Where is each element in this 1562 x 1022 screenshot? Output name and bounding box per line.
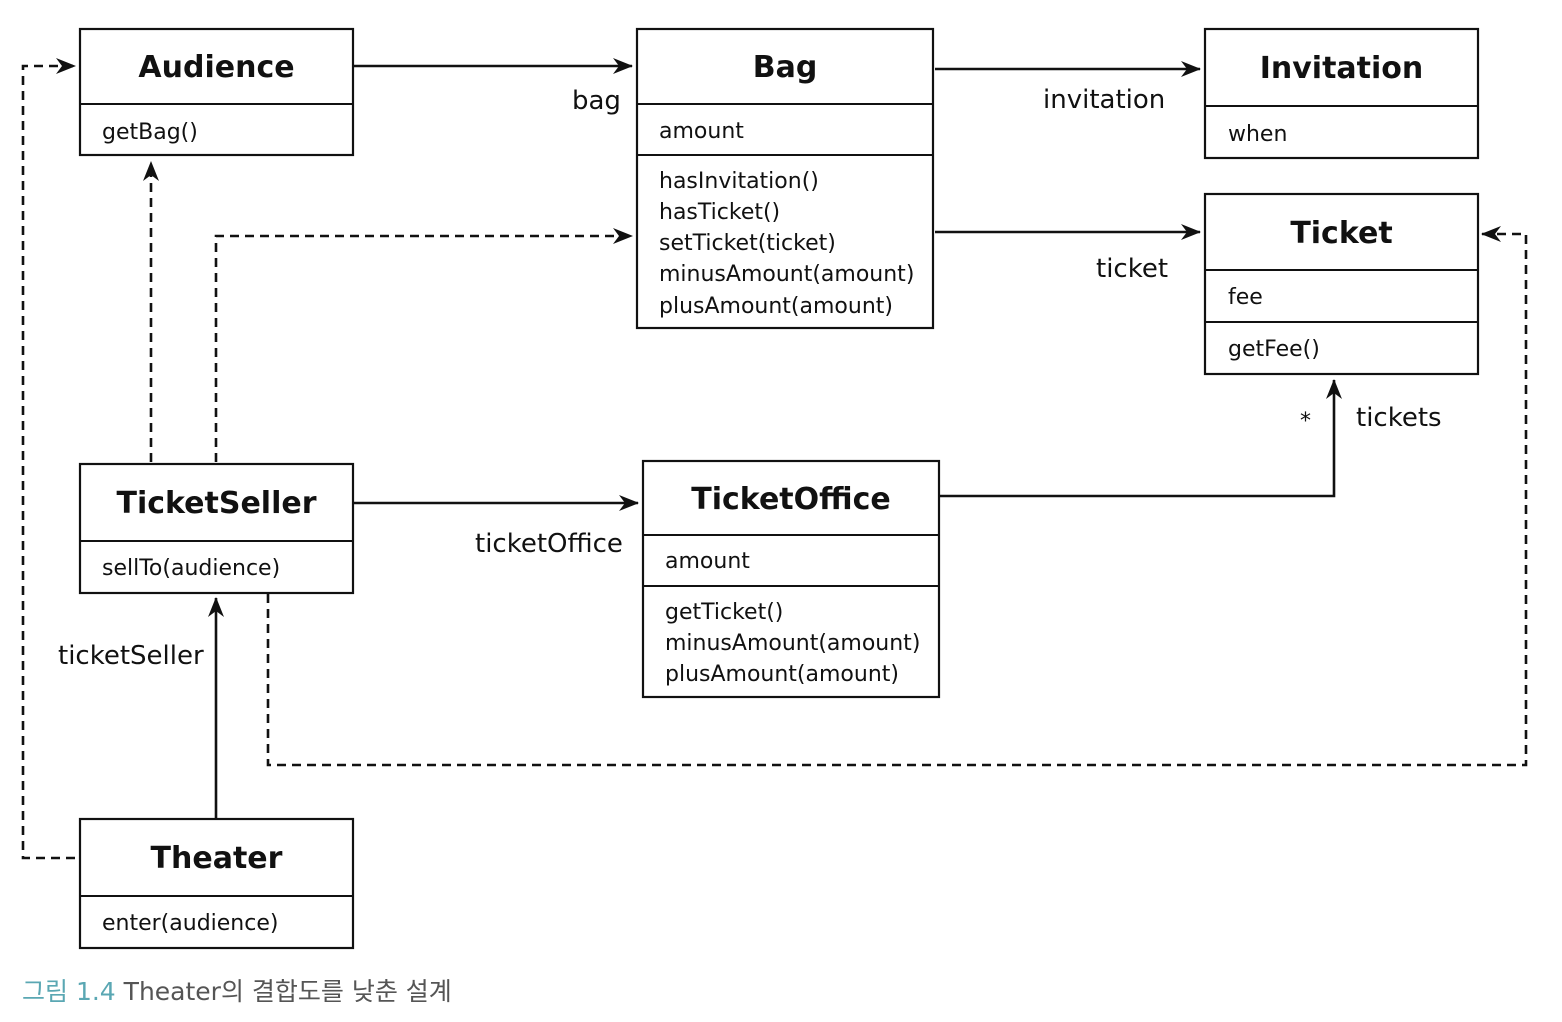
method: getBag() bbox=[102, 120, 198, 145]
class-name: Ticket bbox=[1290, 216, 1392, 251]
class-name: Invitation bbox=[1260, 51, 1424, 86]
relationship-labels: bag invitation ticket ticketOffice ticke… bbox=[58, 85, 1442, 671]
class-name: Audience bbox=[138, 50, 294, 85]
role-label-invitation: invitation bbox=[1043, 85, 1165, 115]
figure-caption-text: Theater의 결합도를 낮춘 설계 bbox=[123, 977, 452, 1006]
method: getFee() bbox=[1228, 337, 1320, 362]
dependency-ticketseller-ticket bbox=[266, 226, 1528, 767]
field: when bbox=[1228, 122, 1287, 147]
method: setTicket(ticket) bbox=[659, 231, 836, 256]
method: sellTo(audience) bbox=[102, 556, 280, 581]
class-audience-box bbox=[78, 27, 355, 157]
figure-caption: 그림 1.4 Theater의 결합도를 낮춘 설계 bbox=[22, 974, 452, 1010]
class-name: Theater bbox=[151, 841, 283, 876]
class-bag-box bbox=[635, 27, 935, 330]
role-label-tickets: tickets bbox=[1356, 403, 1442, 433]
figure-number: 그림 1.4 bbox=[22, 977, 116, 1006]
method: getTicket() bbox=[665, 600, 783, 625]
relationships bbox=[21, 58, 1528, 860]
method: hasInvitation() bbox=[659, 169, 819, 194]
class-invitation: Invitation when bbox=[1203, 27, 1480, 160]
role-label-bag: bag bbox=[572, 86, 621, 116]
class-theater-box bbox=[78, 817, 355, 950]
field: amount bbox=[659, 119, 744, 144]
method: minusAmount(amount) bbox=[665, 631, 920, 656]
method: plusAmount(amount) bbox=[659, 294, 893, 319]
role-label-ticket: ticket bbox=[1096, 254, 1168, 284]
multiplicity-tickets: * bbox=[1300, 409, 1311, 434]
method: plusAmount(amount) bbox=[665, 662, 899, 687]
class-invitation-box bbox=[1203, 27, 1480, 160]
class-ticket: Ticket fee getFee() bbox=[1203, 192, 1480, 376]
class-name: TicketOffice bbox=[691, 482, 890, 517]
role-label-ticketseller: ticketSeller bbox=[58, 641, 204, 671]
class-ticketoffice: TicketOffice amount getTicket() minusAmo… bbox=[641, 459, 941, 699]
field: fee bbox=[1228, 285, 1263, 310]
class-audience: Audience getBag() bbox=[78, 27, 355, 157]
association-ticketoffice-ticket bbox=[940, 379, 1342, 498]
dependency-theater-audience bbox=[21, 58, 76, 860]
class-theater: Theater enter(audience) bbox=[78, 817, 355, 950]
method: hasTicket() bbox=[659, 200, 780, 225]
class-ticket-box bbox=[1203, 192, 1480, 376]
class-ticketoffice-box bbox=[641, 459, 941, 699]
class-name: Bag bbox=[753, 50, 818, 85]
field: amount bbox=[665, 549, 750, 574]
class-ticketseller: TicketSeller sellTo(audience) bbox=[78, 462, 355, 595]
class-ticketseller-box bbox=[78, 462, 355, 595]
class-name: TicketSeller bbox=[116, 486, 316, 521]
role-label-ticketoffice: ticketOffice bbox=[475, 529, 623, 559]
method: minusAmount(amount) bbox=[659, 262, 914, 287]
method: enter(audience) bbox=[102, 911, 278, 936]
dependency-ticketseller-bag bbox=[214, 228, 633, 462]
class-bag: Bag amount hasInvitation() hasTicket() s… bbox=[635, 27, 935, 330]
